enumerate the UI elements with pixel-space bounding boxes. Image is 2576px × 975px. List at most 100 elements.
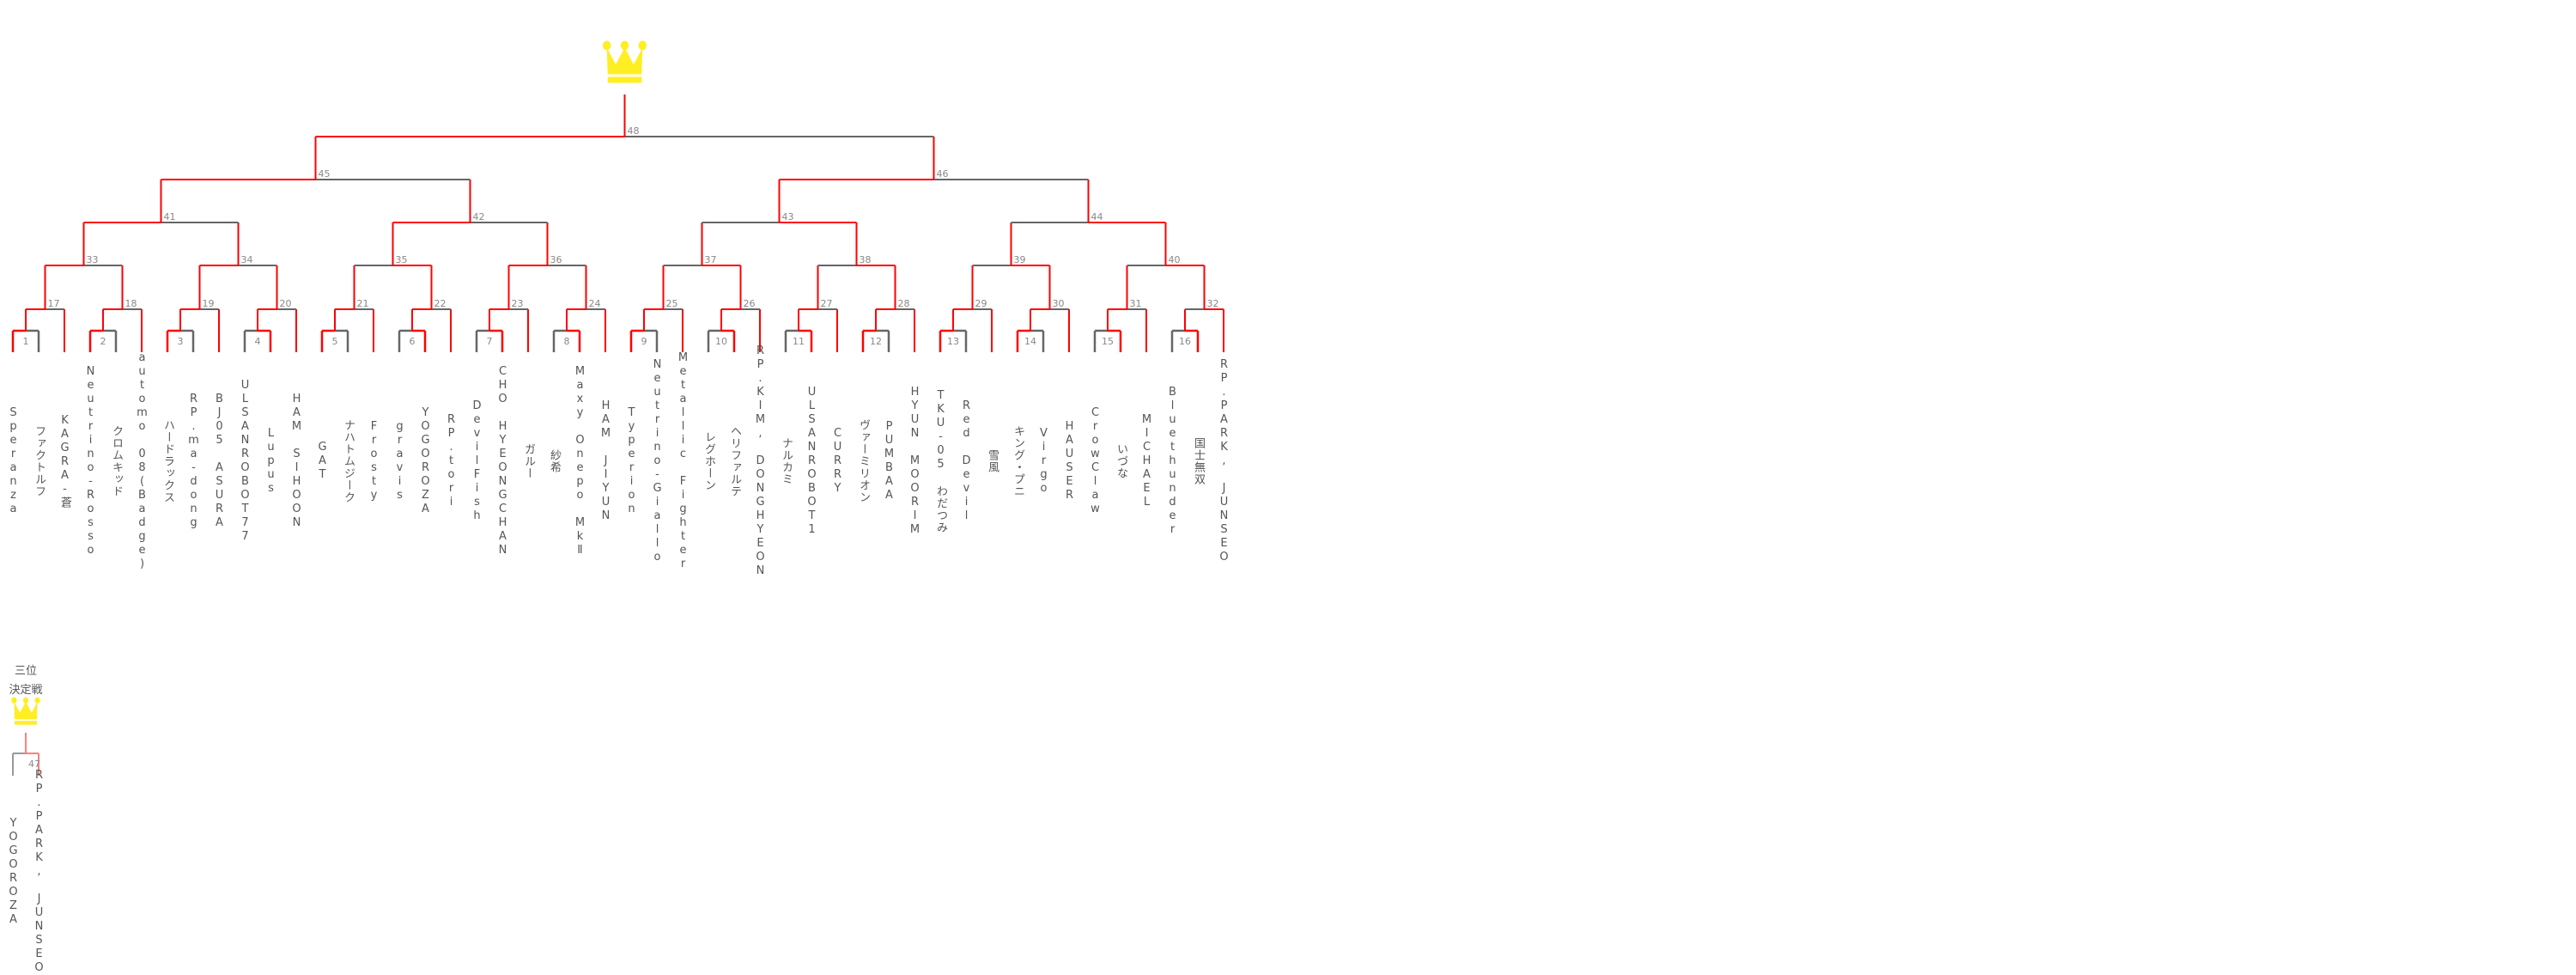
team-name: TKU-05 わだつみ [934, 389, 947, 533]
third-place-team-name: YOGOROZA [7, 817, 20, 927]
team-name: RP.PARK, JUNSEO [1218, 358, 1230, 564]
team-name: RP.tori [445, 413, 458, 509]
match-37-number: 37 [705, 254, 717, 265]
team-name: automo 08(Badge) [136, 351, 149, 571]
team-name: キング・プニ [1012, 425, 1024, 497]
team-name: CrowClaw [1089, 406, 1102, 516]
team-name: ヴァーミリオン [857, 419, 870, 503]
team-name: HAM JIYUN [599, 399, 612, 523]
team-name: Frosty [368, 420, 380, 503]
team-name: Typerion [625, 406, 638, 516]
match-12-number: 12 [870, 336, 882, 347]
team-name: GAT [316, 441, 329, 482]
match-14-number: 14 [1024, 336, 1036, 347]
team-name: ガルー [522, 443, 535, 479]
team-name: ULSANROBOT77 [239, 379, 252, 544]
match-32-number: 32 [1207, 298, 1219, 309]
team-name: Virgo [1037, 427, 1050, 496]
team-name: RP.KIM, DONGHYEON [754, 344, 767, 578]
third-place-team-name: RP.PARK, JUNSEO [33, 769, 46, 975]
match-6-number: 6 [410, 336, 416, 347]
team-name: Metallic Fighter [677, 351, 690, 571]
team-name: BJ05 ASURA [213, 393, 226, 530]
team-name: Neutrino-Giallo [651, 358, 664, 564]
match-16-number: 16 [1179, 336, 1191, 347]
team-name: HAUSER [1063, 420, 1076, 503]
match-28-number: 28 [898, 298, 910, 309]
match-33-number: 33 [87, 254, 99, 265]
match-30-number: 30 [1053, 298, 1065, 309]
match-47-number: 47 [28, 759, 40, 770]
match-34-number: 34 [241, 254, 253, 265]
team-name: Bluethunder [1166, 386, 1179, 537]
team-name: HAM SIHOON [290, 393, 303, 530]
match-31-number: 31 [1130, 298, 1142, 309]
third-place-crown-icon [11, 697, 40, 725]
team-name: Maxy Onepo MkⅡ [574, 365, 586, 558]
team-name: いづな [1115, 443, 1127, 479]
match-8-number: 8 [564, 336, 570, 347]
match-10-number: 10 [715, 336, 727, 347]
match-5-number: 5 [332, 336, 338, 347]
match-17-number: 17 [48, 298, 60, 309]
team-name: KAGRA-蒼 [58, 414, 71, 509]
team-name: Neutrino-Rosso [84, 365, 97, 558]
team-name: ULSANROBOT1 [805, 386, 818, 537]
team-name: 国士無双 [1192, 437, 1205, 485]
match-13-number: 13 [947, 336, 959, 347]
match-25-number: 25 [666, 298, 678, 309]
team-name: HYUN MOORIM [908, 386, 921, 537]
match-18-number: 18 [125, 298, 137, 309]
match-43-number: 43 [782, 211, 794, 222]
team-name: ハードラックス [161, 419, 174, 503]
match-36-number: 36 [550, 254, 562, 265]
team-name: ファクトルフ [33, 425, 46, 497]
team-name: Red Devil [960, 399, 973, 523]
match-26-number: 26 [744, 298, 756, 309]
match-9-number: 9 [641, 336, 647, 347]
match-23-number: 23 [512, 298, 524, 309]
match-22-number: 22 [434, 298, 447, 309]
team-name: DevilFish [471, 399, 483, 523]
team-name: gravis [393, 420, 406, 503]
champion-crown-icon [603, 40, 647, 83]
match-21-number: 21 [357, 298, 369, 309]
team-name: 紗希 [548, 449, 561, 473]
team-name: ナハトムジーク [342, 419, 355, 503]
team-name: MICHAEL [1140, 413, 1153, 509]
team-name: レグホーン [702, 431, 715, 491]
team-name: YOGOROZA [419, 406, 432, 516]
match-15-number: 15 [1102, 336, 1114, 347]
team-name: ナルカミ [780, 437, 793, 485]
team-name: Speranza [7, 406, 20, 516]
match-35-number: 35 [396, 254, 408, 265]
match-48-number: 48 [628, 125, 640, 137]
team-name: RP.ma-dong [187, 393, 200, 530]
third-place-title-line1: 三位 [14, 665, 37, 678]
match-39-number: 39 [1014, 254, 1026, 265]
team-name: ヘリファルテ [728, 425, 741, 497]
third-place-title-line2: 決定戦 [9, 684, 43, 697]
team-name: クロムキッド [110, 425, 123, 497]
match-38-number: 38 [860, 254, 872, 265]
match-45-number: 45 [319, 168, 331, 180]
team-name: CURRY [831, 427, 844, 496]
match-7-number: 7 [487, 336, 493, 347]
match-2-number: 2 [100, 336, 106, 347]
team-name: PUMBAA [883, 420, 896, 503]
match-41-number: 41 [164, 211, 176, 222]
match-29-number: 29 [975, 298, 987, 309]
match-40-number: 40 [1169, 254, 1181, 265]
match-3-number: 3 [178, 336, 184, 347]
match-42-number: 42 [473, 211, 485, 222]
match-44-number: 44 [1091, 211, 1103, 222]
match-19-number: 19 [203, 298, 215, 309]
match-1-number: 1 [23, 336, 29, 347]
team-name: CHO HYEONGCHAN [496, 365, 509, 558]
match-20-number: 20 [280, 298, 292, 309]
team-name: Lupus [264, 427, 277, 496]
match-4-number: 4 [255, 336, 261, 347]
match-46-number: 46 [937, 168, 949, 180]
match-27-number: 27 [821, 298, 833, 309]
